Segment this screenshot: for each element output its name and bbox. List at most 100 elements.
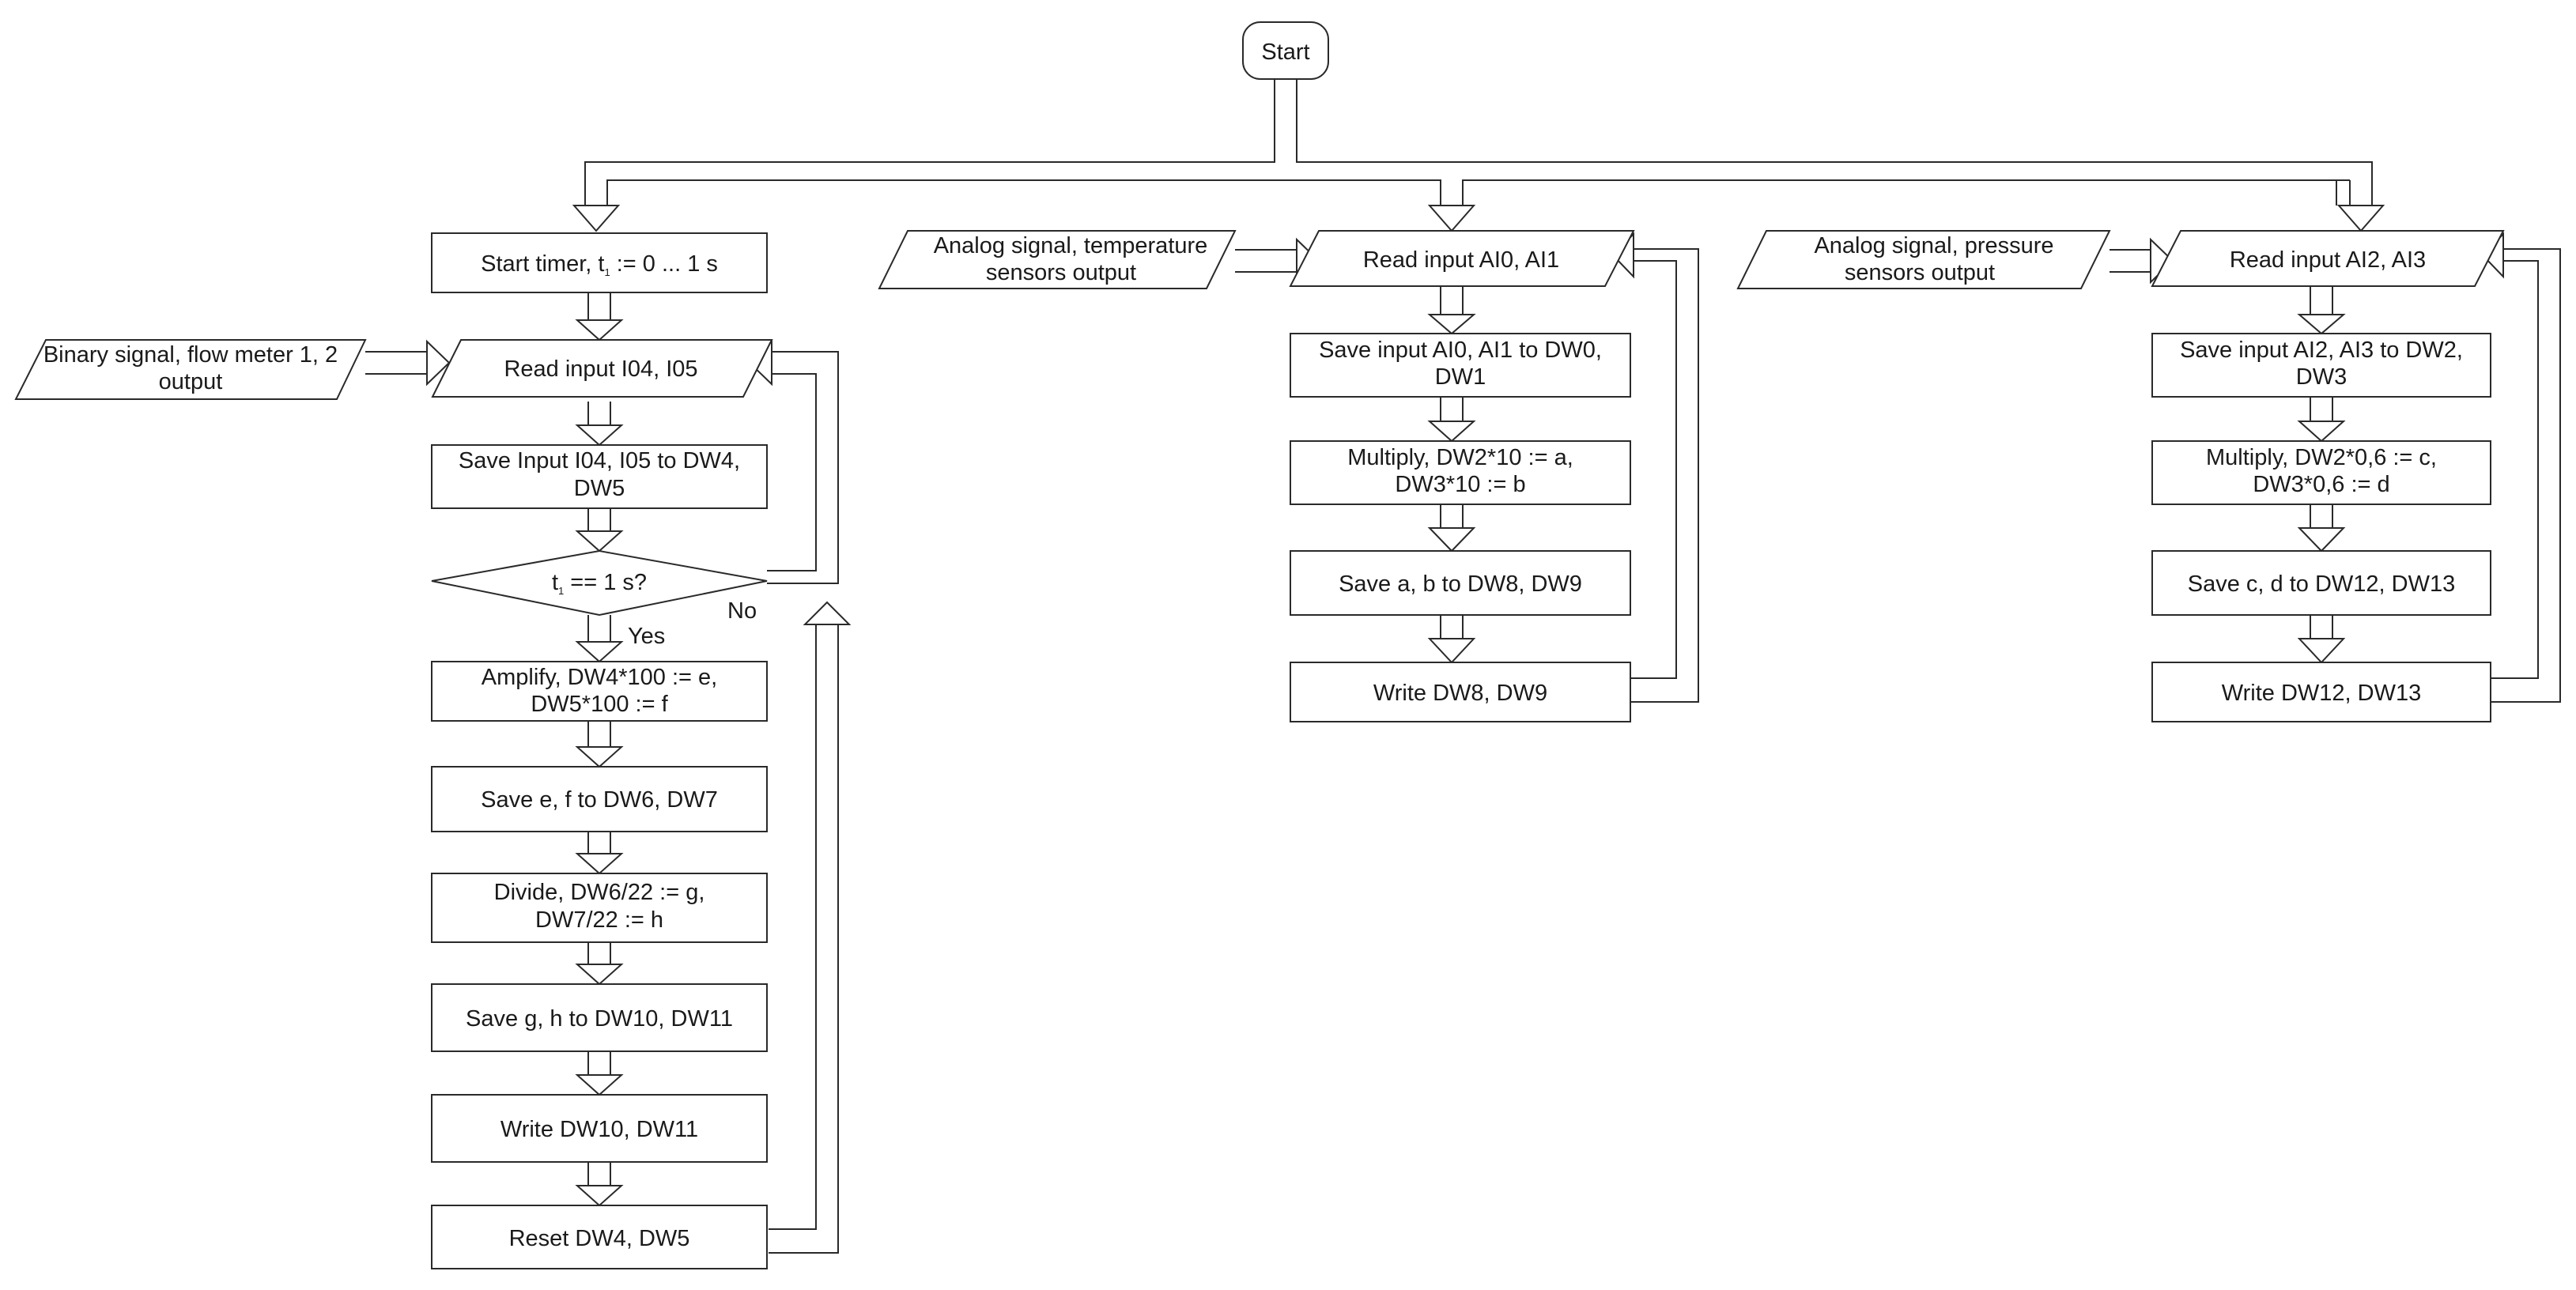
save-ai2-line1: Save input AI2, AI3 to DW2, [2180,338,2463,363]
pressure-input: Analog signal, pressure sensors output [1736,230,2111,289]
start-timer-box: Start timer, t1 := 0 ... 1 s [431,232,768,293]
flow-input-connector [365,351,427,375]
start-timer-text: Start timer, t [481,251,604,277]
svg-text:t1 == 1 s?: t1 == 1 s? [552,570,647,597]
no-label: No [727,598,757,624]
branch-pressure: Analog signal, pressure sensors output R… [1736,230,2505,722]
save-cd-label: Save c, d to DW12, DW13 [2188,571,2455,597]
amplify-line2: DW5*100 := f [531,692,668,717]
save-i04-line1: Save Input I04, I05 to DW4, [459,448,740,473]
decision-condition: == 1 s? [564,570,647,595]
arrow-to-decision [575,530,624,553]
write-dw12-label: Write DW12, DW13 [2222,681,2421,706]
branch-flow: Start timer, t1 := 0 ... 1 s Binary sign… [14,232,773,1269]
amplify-box: Amplify, DW4*100 := e, DW5*100 := f [431,661,768,722]
decision-diamond: t1 == 1 s? [431,549,768,617]
write-dw8-label: Write DW8, DW9 [1373,681,1547,706]
arrow-to-save-ai0 [1427,314,1476,335]
read-i04-label: Read input I04, I05 [504,356,697,382]
start-split-connector-inner [606,179,2351,206]
arrow-to-save-ai2 [2297,314,2346,335]
multiply-ab-line2: DW3*10 := b [1395,472,1525,497]
flow-meter-input: Binary signal, flow meter 1, 2 output [14,339,367,400]
arrow-to-read-i04 [575,319,624,341]
arrow-to-multiply-ab [1427,421,1476,443]
write-dw12-box: Write DW12, DW13 [2151,662,2491,722]
arrow-to-save-cd [2297,527,2346,553]
reset-box: Reset DW4, DW5 [431,1205,768,1269]
read-ai2-box: Read input AI2, AI3 [2151,230,2505,287]
arrow-reset-loop [803,601,852,625]
write-dw8-box: Write DW8, DW9 [1290,662,1631,722]
save-g-h-box: Save g, h to DW10, DW11 [431,983,768,1052]
arrow-to-save-i04 [575,424,624,447]
pressure-input-connector [2110,249,2151,273]
arrow-to-read-ai2 [2336,205,2385,232]
save-ab-box: Save a, b to DW8, DW9 [1290,550,1631,616]
read-ai2-label: Read input AI2, AI3 [2230,247,2426,273]
arrow-flow-input [426,339,451,387]
write-dw10-label: Write DW10, DW11 [500,1117,698,1142]
save-i04-box: Save Input I04, I05 to DW4, DW5 [431,444,768,509]
start-label: Start [1261,40,1309,65]
divide-line1: Divide, DW6/22 := g, [494,880,705,905]
connectors [365,79,2561,1254]
temperature-input-line1: Analog signal, temperature [934,233,1208,258]
save-e-f-box: Save e, f to DW6, DW7 [431,766,768,832]
temperature-input-line2: sensors output [986,260,1136,285]
start-terminal: Start [1242,21,1329,80]
save-ai0-line2: DW1 [1435,364,1486,390]
write-dw10-box: Write DW10, DW11 [431,1094,768,1163]
no-loop-connector [767,351,839,584]
divide-line2: DW7/22 := h [535,907,663,933]
start-timer-range: := 0 ... 1 s [610,251,718,277]
start-timer-subscript: 1 [604,266,610,278]
pressure-loop-connector [2491,248,2561,703]
arrow-to-read-ai0 [1427,205,1476,232]
save-e-f-label: Save e, f to DW6, DW7 [481,787,718,813]
arrow-to-amplify [575,641,624,663]
flow-meter-input-line1: Binary signal, flow meter 1, 2 [43,342,338,368]
arrow-to-multiply-cd [2297,421,2346,443]
save-ai0-box: Save input AI0, AI1 to DW0, DW1 [1290,333,1631,398]
save-ai2-line2: DW3 [2296,364,2347,390]
multiply-ab-box: Multiply, DW2*10 := a, DW3*10 := b [1290,440,1631,505]
arrow-to-save-e-f [575,746,624,768]
read-i04-box: Read input I04, I05 [431,339,773,398]
arrow-to-divide [575,853,624,875]
multiply-ab-line1: Multiply, DW2*10 := a, [1347,445,1573,470]
save-ai0-line1: Save input AI0, AI1 to DW0, [1319,338,1602,363]
save-g-h-label: Save g, h to DW10, DW11 [466,1006,733,1032]
branch-temperature: Analog signal, temperature sensors outpu… [878,230,1635,722]
middle-column-shafts [1440,286,1464,639]
divide-box: Divide, DW6/22 := g, DW7/22 := h [431,873,768,943]
amplify-line1: Amplify, DW4*100 := e, [482,665,717,690]
right-column-shafts [2310,286,2333,639]
svg-text:Start timer, t1 := 0 ... 1 s: Start timer, t1 := 0 ... 1 s [481,251,718,278]
decision-subscript: 1 [558,585,564,597]
arrow-to-start-timer [572,205,621,232]
reset-label: Reset DW4, DW5 [509,1226,690,1251]
arrow-to-write-dw10 [575,1074,624,1096]
temp-input-connector [1235,249,1297,273]
arrow-to-save-ab [1427,527,1476,553]
save-ai2-box: Save input AI2, AI3 to DW2, DW3 [2151,333,2491,398]
left-column-shafts [587,292,611,1186]
arrow-to-write-dw12 [2297,638,2346,664]
start-split-connector [584,79,2373,206]
temperature-input: Analog signal, temperature sensors outpu… [878,230,1237,289]
multiply-cd-line1: Multiply, DW2*0,6 := c, [2206,445,2437,470]
decision-text: t [552,570,558,595]
multiply-cd-line2: DW3*0,6 := d [2253,472,2389,497]
pressure-input-line1: Analog signal, pressure [1814,233,2053,258]
read-ai0-label: Read input AI0, AI1 [1363,247,1559,273]
pressure-input-line2: sensors output [1845,260,1995,285]
read-ai0-box: Read input AI0, AI1 [1289,230,1635,287]
temp-loop-connector [1630,248,1699,703]
yes-label: Yes [628,624,665,649]
save-ab-label: Save a, b to DW8, DW9 [1339,571,1582,597]
save-cd-box: Save c, d to DW12, DW13 [2151,550,2491,616]
arrow-to-save-g-h [575,964,624,986]
arrow-to-write-dw8 [1427,638,1476,664]
